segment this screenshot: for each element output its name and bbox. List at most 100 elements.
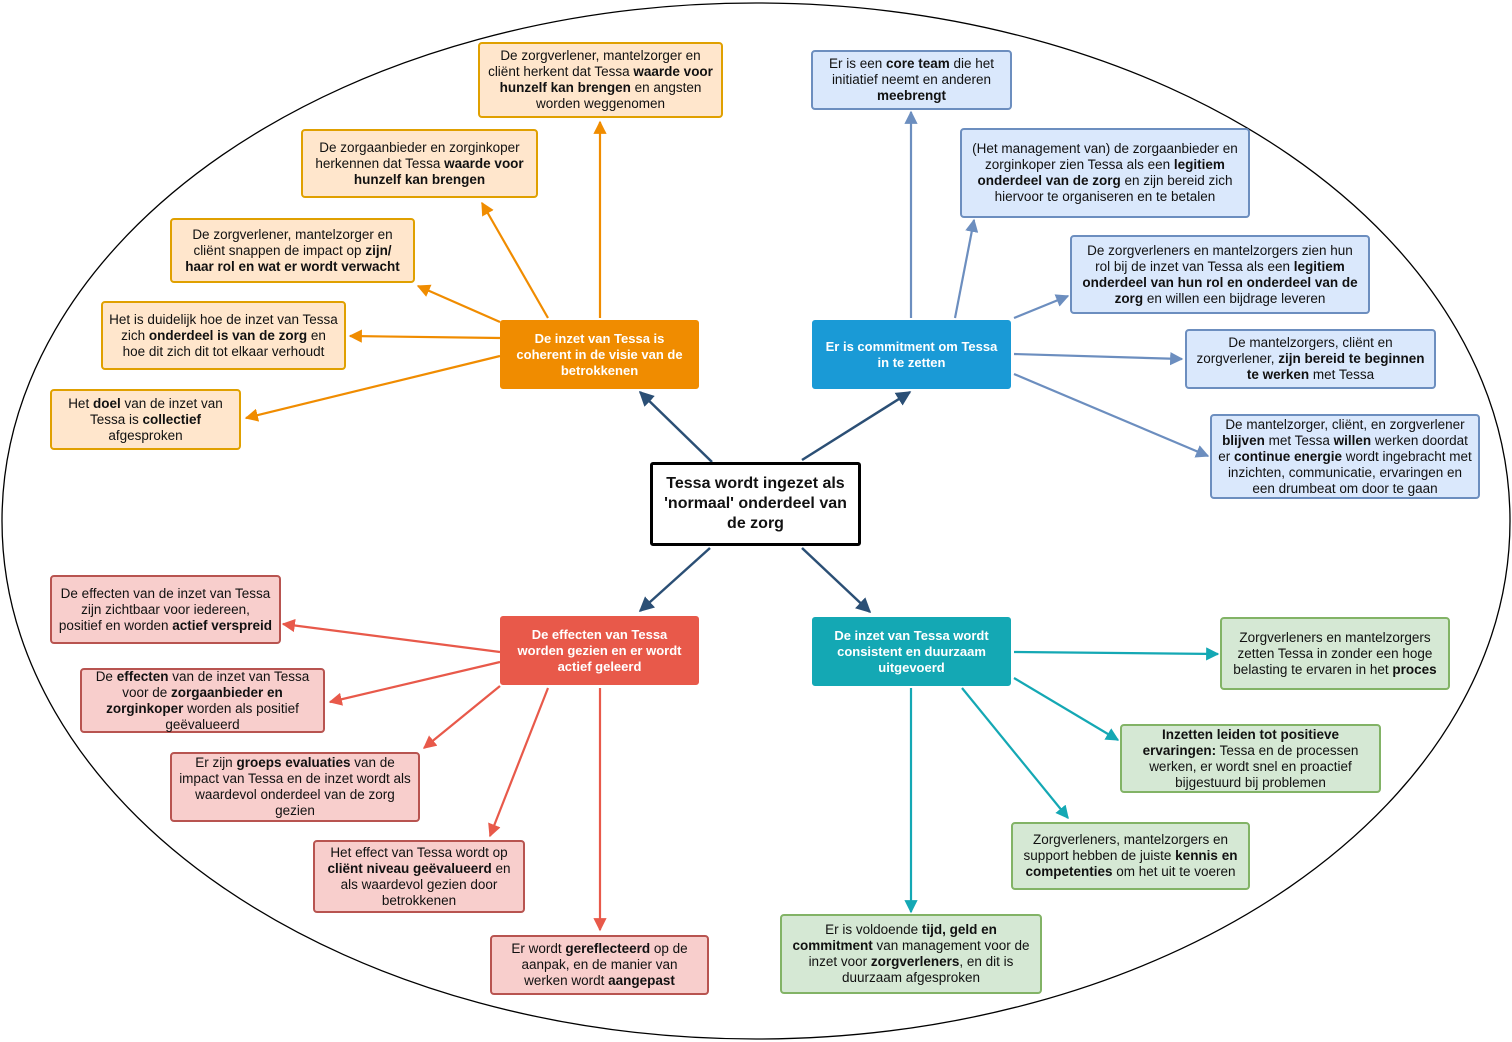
node-text: worden als positief geëvalueerd (165, 700, 299, 732)
emphasis-text: cliënt niveau geëvalueerd (327, 860, 492, 876)
emphasis-text: core team (885, 56, 950, 71)
node-text: Het effect van Tessa wordt op (330, 844, 508, 860)
node-text: De zorgverlener, mantelzorger en cliënt … (192, 226, 393, 258)
hub-consistent: De inzet van Tessa wordt consistent en d… (812, 617, 1011, 686)
node-text: die het initiatief neemt en anderen (831, 56, 995, 87)
emphasis-text: zijn/ haar rol en wat er wordt verwacht (185, 242, 400, 274)
node-text: Er wordt (511, 941, 566, 956)
emphasis-text: zorgaanbieder en zorginkoper (106, 684, 283, 716)
emphasis-text: collectief (142, 411, 202, 427)
center-node: Tessa wordt ingezet als 'normaal' onderd… (650, 462, 861, 546)
node-text: wordt ingebracht met inzichten, communic… (1227, 448, 1472, 496)
emphasis-text: legitiem onderdeel van hun rol en onderd… (1082, 258, 1358, 306)
node-text: met Tessa (1309, 367, 1375, 382)
green-leaf-4: Er is voldoende tijd, geld en commitment… (780, 914, 1042, 994)
node-text: De zorgaanbieder en zorginkoper herkenne… (315, 139, 520, 171)
node-text: van de inzet van Tessa is (89, 395, 223, 427)
node-text: Tessa wordt ingezet als 'normaal' onderd… (664, 475, 847, 532)
emphasis-text: legitiem onderdeel van de zorg (977, 157, 1225, 188)
node-text: van management voor de inzet voor (808, 938, 1030, 969)
node-text: De zorgverlener, mantelzorger en cliënt … (488, 48, 701, 79)
emphasis-text: zijn bereid te beginnen te werken (1246, 351, 1425, 382)
orange-leaf-2: De zorgaanbieder en zorginkoper herkenne… (301, 129, 538, 198)
emphasis-text: blijven (1222, 432, 1265, 448)
node-text: afgesproken (108, 427, 183, 443)
green-leaf-1: Zorgverleners en mantelzorgers zetten Te… (1220, 617, 1450, 690)
node-text: De effecten van de inzet van Tessa zijn … (58, 585, 271, 633)
node-text: De inzet van Tessa is coherent in de vis… (516, 330, 683, 378)
node-text: met Tessa (1264, 432, 1334, 448)
connector-blue-3 (1013, 294, 1070, 320)
emphasis-text: groeps evaluaties (236, 755, 351, 770)
blue-leaf-3: De zorgverleners en mantelzorgers zien h… (1070, 235, 1370, 314)
node-text: De effecten van Tessa worden gezien en e… (517, 626, 682, 674)
node-text: Zorgverleners en mantelzorgers zetten Te… (1233, 629, 1433, 677)
connector-center-consistent (801, 547, 872, 614)
connector-center-coherent (638, 390, 713, 463)
emphasis-text: effecten (116, 668, 169, 684)
node-text: en als waardevol gezien door betrokkenen (340, 860, 511, 908)
emphasis-text: doel (92, 395, 121, 411)
orange-leaf-4: Het is duidelijk hoe de inzet van Tessa … (101, 301, 346, 370)
connector-red-2 (328, 660, 501, 706)
connector-red-1 (281, 618, 501, 654)
node-text: Er zijn (195, 755, 237, 770)
node-text: De (95, 668, 117, 684)
emphasis-text: waarde voor hunzelf kan brengen (499, 64, 713, 95)
connector-red-3 (422, 685, 501, 749)
emphasis-text: continue energie (1233, 448, 1342, 464)
connector-orange-3 (416, 284, 501, 324)
orange-leaf-1: De zorgverlener, mantelzorger en cliënt … (478, 42, 723, 118)
red-leaf-3: Er zijn groeps evaluaties van de impact … (170, 752, 420, 822)
connector-red-4 (488, 687, 550, 838)
red-leaf-4: Het effect van Tessa wordt op cliënt niv… (313, 840, 525, 913)
node-text: Er is commitment om Tessa in te zetten (825, 338, 998, 370)
hub-effecten: De effecten van Tessa worden gezien en e… (500, 616, 699, 685)
node-text: en angsten worden weggenomen (535, 80, 702, 111)
emphasis-text: proces (1392, 661, 1437, 677)
node-text: om het uit te voeren (1112, 864, 1236, 879)
orange-leaf-5: Het doel van de inzet van Tessa is colle… (50, 389, 241, 450)
node-text: De mantelzorger, cliënt, en zorgverlener (1225, 416, 1465, 432)
node-text: werken doordat er (1218, 432, 1468, 464)
node-text: Het is duidelijk hoe de inzet van Tessa … (109, 311, 338, 343)
node-text: Het (68, 395, 93, 411)
node-text: De mantelzorgers, cliënt en zorgverlener… (1196, 335, 1393, 366)
emphasis-text: tijd, geld en commitment (792, 922, 997, 953)
emphasis-text: zorgverleners (870, 954, 960, 969)
node-text: en hoe dit zich dit tot elkaar verhoudt (122, 327, 326, 359)
node-text: en zijn bereid zich hiervoor te organise… (994, 173, 1233, 204)
node-text: Er is een (828, 56, 886, 71)
green-leaf-3: Zorgverleners, mantelzorgers en support … (1011, 822, 1250, 890)
red-leaf-1: De effecten van de inzet van Tessa zijn … (50, 575, 281, 644)
emphasis-text: gereflecteerd (565, 941, 651, 956)
green-leaf-2: Inzetten leiden tot positieve ervaringen… (1120, 724, 1381, 793)
emphasis-text: willen (1333, 432, 1372, 448)
hub-coherent: De inzet van Tessa is coherent in de vis… (500, 320, 699, 389)
node-text: , en dit is duurzaam afgesproken (841, 954, 1014, 985)
emphasis-text: actief verspreid (172, 617, 273, 633)
connector-teal-1 (1013, 647, 1220, 661)
orange-leaf-3: De zorgverlener, mantelzorger en cliënt … (170, 218, 415, 283)
connector-teal-2 (1013, 677, 1120, 741)
node-text: op de aanpak, en de manier van werken wo… (521, 941, 688, 988)
node-text: van de impact van Tessa en de inzet word… (179, 755, 411, 818)
emphasis-text: aangepast (608, 973, 675, 988)
node-text: De inzet van Tessa wordt consistent en d… (834, 627, 989, 675)
connector-orange-2 (481, 201, 549, 319)
node-text: van de inzet van Tessa voor de (122, 668, 310, 700)
blue-leaf-1: Er is een core team die het initiatief n… (811, 50, 1012, 110)
connector-orange-4 (348, 329, 501, 343)
connector-center-commitment (801, 390, 912, 462)
node-text: De zorgverleners en mantelzorgers zien h… (1087, 242, 1353, 274)
node-text: (Het management van) de zorgaanbieder en… (972, 141, 1238, 172)
connector-teal-3 (961, 687, 1069, 820)
node-text: en willen een bijdrage leveren (1143, 290, 1326, 306)
emphasis-text: onderdeel is van de zorg (148, 327, 308, 343)
node-text: Tessa en de processen werken, er wordt s… (1149, 742, 1359, 790)
node-text: Er is voldoende (825, 922, 922, 937)
blue-leaf-5: De mantelzorger, cliënt, en zorgverlener… (1210, 414, 1480, 499)
